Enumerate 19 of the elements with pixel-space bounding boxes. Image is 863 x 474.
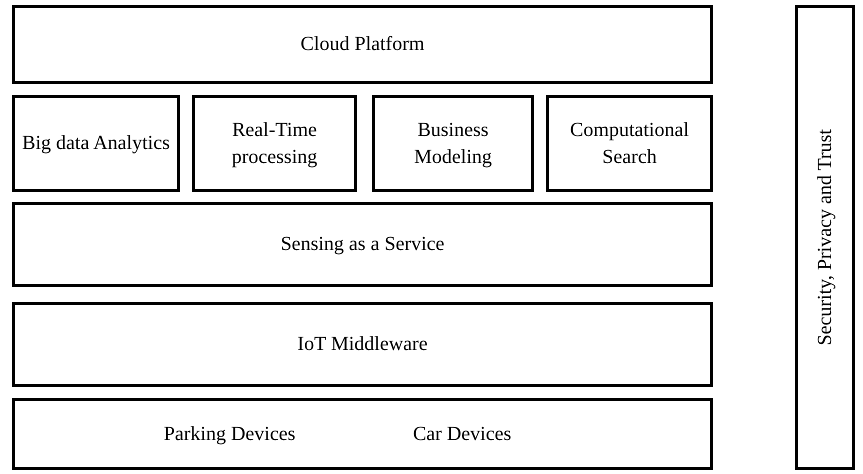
layer-label: Computational Search (569, 118, 690, 170)
layer-box (12, 302, 713, 387)
layer-label: Sensing as a Service (280, 232, 444, 257)
layer-label: Security, Privacy and Trust (812, 129, 836, 346)
layer-box (12, 398, 713, 470)
layer-label: IoT Middleware (297, 332, 428, 357)
layer-label: Business Modeling (413, 118, 493, 170)
layer-box (12, 95, 180, 192)
layer-box (12, 5, 713, 84)
layer-label: Big data Analytics (22, 131, 170, 156)
layer-label: Parking Devices (164, 422, 296, 446)
layer-box (546, 95, 713, 192)
layer-label: Cloud Platform (300, 32, 424, 57)
layer-box (795, 5, 855, 470)
layer-box (192, 95, 357, 192)
layer-label: Real-Time processing (230, 118, 318, 170)
layer-label: Car Devices (412, 422, 512, 446)
layer-box (372, 95, 534, 192)
layer-box (12, 202, 713, 287)
